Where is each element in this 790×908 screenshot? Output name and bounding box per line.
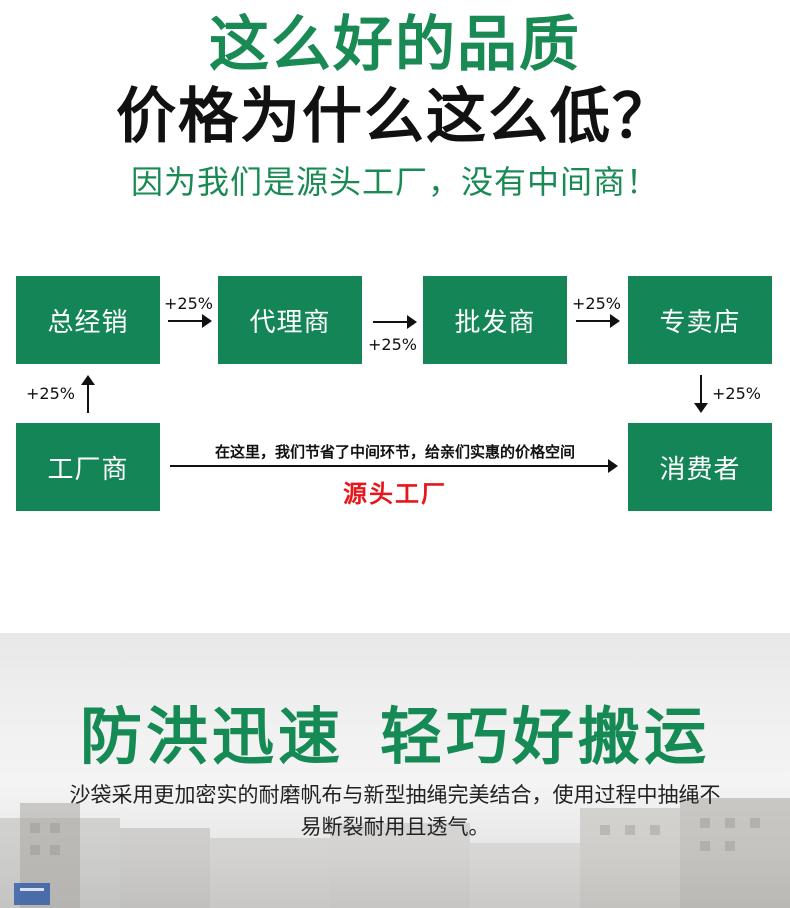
arrow-up	[81, 375, 95, 413]
headline-reason: 因为我们是源头工厂，没有中间商！	[130, 163, 659, 201]
arrow-factory-to-consumer	[170, 459, 618, 473]
box-factory: 工厂商	[16, 423, 160, 511]
markup-label-1: +25%	[164, 294, 213, 313]
arrow-right-3	[576, 314, 620, 328]
city-background-image	[0, 798, 790, 908]
banner-title: 防洪迅速轻巧好搬运	[0, 697, 790, 777]
source-factory-label: 源头工厂	[343, 480, 447, 508]
arrow-right-2	[373, 315, 417, 329]
box-general-distributor: 总经销	[16, 276, 160, 364]
markup-label-4: +25%	[26, 384, 75, 403]
banner-title-part-a: 防洪迅速	[79, 700, 344, 773]
box-agent: 代理商	[218, 276, 362, 364]
box-wholesaler: 批发商	[423, 276, 567, 364]
box-store: 专卖店	[628, 276, 772, 364]
markup-label-5: +25%	[712, 384, 761, 403]
banner-title-part-b: 轻巧好搬运	[380, 700, 711, 773]
markup-label-3: +25%	[572, 294, 621, 313]
banner-description: 沙袋采用更加密实的耐磨帆布与新型抽绳完美结合，使用过程中抽绳不易断裂耐用且透气。	[69, 783, 721, 839]
shortcut-note: 在这里，我们节省了中间环节，给亲们实惠的价格空间	[214, 443, 575, 461]
markup-label-2: +25%	[368, 335, 417, 354]
headline-price-question: 价格为什么这么低？	[116, 82, 674, 152]
feature-banner: 防洪迅速轻巧好搬运 沙袋采用更加密实的耐磨帆布与新型抽绳完美结合，使用过程中抽绳…	[0, 633, 790, 908]
box-consumer: 消费者	[628, 423, 772, 511]
headline-quality: 这么好的品质	[209, 10, 581, 80]
arrow-right-1	[168, 314, 212, 328]
arrow-down	[694, 375, 708, 413]
